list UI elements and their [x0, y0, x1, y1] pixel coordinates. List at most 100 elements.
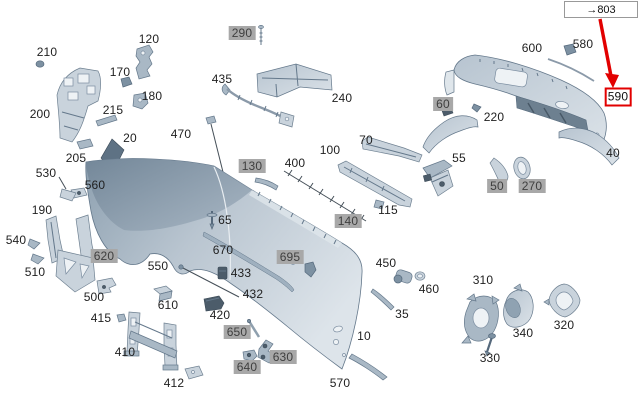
callout-550[interactable]: 550 — [147, 259, 169, 273]
part-trim-strip-670 — [202, 231, 295, 293]
callout-340[interactable]: 340 — [512, 326, 534, 340]
part-cable-432 — [182, 267, 240, 298]
callout-433[interactable]: 433 — [230, 266, 252, 280]
callout-270[interactable]: 270 — [518, 179, 546, 193]
callout-60[interactable]: 60 — [433, 97, 453, 111]
callout-415[interactable]: 415 — [90, 311, 112, 325]
part-crossmember-70 — [361, 136, 423, 163]
callout-240[interactable]: 240 — [331, 91, 353, 105]
callout-20[interactable]: 20 — [123, 131, 137, 145]
callout-600[interactable]: 600 — [521, 41, 543, 55]
callout-420[interactable]: 420 — [209, 308, 231, 322]
callout-140[interactable]: 140 — [334, 214, 362, 228]
part-trim-strip-130 — [254, 177, 279, 191]
callout-450[interactable]: 450 — [375, 256, 397, 270]
part-clip-580 — [563, 43, 577, 56]
callout-220[interactable]: 220 — [483, 110, 505, 124]
callout-530[interactable]: 530 — [35, 166, 57, 180]
part-diffuser-240 — [256, 63, 333, 98]
callout-120[interactable]: 120 — [138, 32, 160, 46]
part-bracket-180 — [132, 92, 149, 110]
part-nut-210 — [35, 60, 45, 68]
part-exhaust-ring-270 — [513, 156, 531, 180]
part-bracket-620 — [55, 214, 96, 293]
part-sensor-bracket-310 — [461, 293, 500, 344]
callout-290[interactable]: 290 — [228, 26, 256, 40]
part-strip-570 — [348, 353, 388, 381]
part-corner-cap-60 — [422, 105, 479, 154]
callout-570[interactable]: 570 — [329, 376, 351, 390]
part-clip-115 — [373, 199, 385, 210]
callout-410[interactable]: 410 — [114, 345, 136, 359]
callout-330[interactable]: 330 — [479, 351, 501, 365]
callout-320[interactable]: 320 — [553, 318, 575, 332]
callout-40[interactable]: 40 — [606, 146, 620, 160]
callout-560[interactable]: 560 — [84, 178, 106, 192]
callout-470[interactable]: 470 — [170, 127, 192, 141]
callout-210[interactable]: 210 — [36, 45, 58, 59]
part-bezel-320 — [543, 283, 581, 318]
part-strip-35 — [370, 288, 395, 311]
part-clip-640 — [242, 349, 258, 362]
callout-180[interactable]: 180 — [141, 89, 163, 103]
callout-610[interactable]: 610 — [157, 298, 179, 312]
callout-100[interactable]: 100 — [319, 143, 341, 157]
part-corner-cap-40 — [558, 127, 620, 166]
part-plate-205 — [76, 138, 94, 150]
highlight-arrow — [598, 18, 619, 88]
callout-10[interactable]: 10 — [357, 329, 371, 343]
part-module-610 — [153, 285, 173, 302]
callout-590[interactable]: 590 — [604, 87, 632, 107]
callout-55[interactable]: 55 — [452, 151, 466, 165]
callout-435[interactable]: 435 — [211, 72, 233, 86]
part-rivet-set-400 — [283, 169, 367, 222]
part-clip-540 — [27, 238, 41, 250]
callout-130[interactable]: 130 — [238, 159, 266, 173]
callout-432[interactable]: 432 — [242, 287, 264, 301]
part-impact-frame-410 — [123, 311, 179, 371]
callout-115[interactable]: 115 — [378, 203, 398, 217]
callout-205[interactable]: 205 — [65, 151, 87, 165]
callout-510[interactable]: 510 — [24, 265, 46, 279]
callout-190[interactable]: 190 — [31, 203, 53, 217]
callout-500[interactable]: 500 — [83, 290, 105, 304]
callout-670[interactable]: 670 — [212, 243, 234, 257]
callout-65[interactable]: 65 — [218, 213, 232, 227]
callout-35[interactable]: 35 — [395, 307, 409, 321]
part-bracket-500 — [96, 277, 117, 295]
callout-200[interactable]: 200 — [29, 107, 51, 121]
callout-695[interactable]: 695 — [276, 250, 304, 264]
part-screw-290 — [258, 25, 264, 45]
diagram-ref-link[interactable]: →803 — [564, 1, 638, 18]
callout-650[interactable]: 650 — [223, 325, 251, 339]
part-strip-215 — [95, 114, 118, 127]
callout-460[interactable]: 460 — [418, 282, 440, 296]
callout-630[interactable]: 630 — [269, 350, 297, 364]
callout-640[interactable]: 640 — [233, 360, 261, 374]
part-sensor-450 — [393, 269, 413, 284]
part-clip-415 — [116, 313, 127, 323]
callout-170[interactable]: 170 — [109, 65, 131, 79]
part-screw-330 — [484, 333, 496, 357]
part-push-pin-65 — [206, 211, 218, 230]
part-clip-433 — [217, 266, 228, 280]
callout-412[interactable]: 412 — [163, 376, 185, 390]
callout-580[interactable]: 580 — [572, 37, 594, 51]
part-pin-530 — [58, 176, 77, 202]
callout-400[interactable]: 400 — [284, 156, 306, 170]
part-crossmember-100 — [337, 160, 413, 208]
callout-215[interactable]: 215 — [102, 103, 124, 117]
part-clip-695 — [304, 261, 317, 278]
part-clip-220 — [471, 103, 482, 113]
part-clip-510 — [30, 253, 45, 265]
part-oring-460 — [414, 271, 426, 281]
callout-50[interactable]: 50 — [487, 179, 507, 193]
callout-310[interactable]: 310 — [472, 273, 494, 287]
part-bracket-55 — [422, 159, 454, 197]
callout-540[interactable]: 540 — [5, 233, 27, 247]
callout-70[interactable]: 70 — [359, 133, 373, 147]
callout-620[interactable]: 620 — [90, 249, 118, 263]
part-clip-170 — [120, 76, 133, 88]
